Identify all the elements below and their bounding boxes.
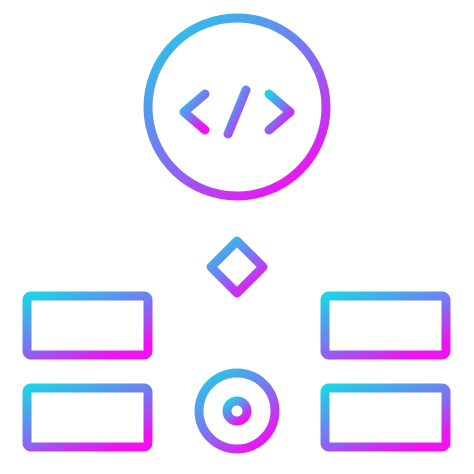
code-brackets-icon xyxy=(179,85,295,139)
bottom-circle-dot xyxy=(222,396,252,426)
bottom-circle xyxy=(194,368,280,454)
left-box-bottom xyxy=(22,383,153,452)
decision-diamond xyxy=(206,236,268,298)
right-box-bottom xyxy=(320,383,451,452)
